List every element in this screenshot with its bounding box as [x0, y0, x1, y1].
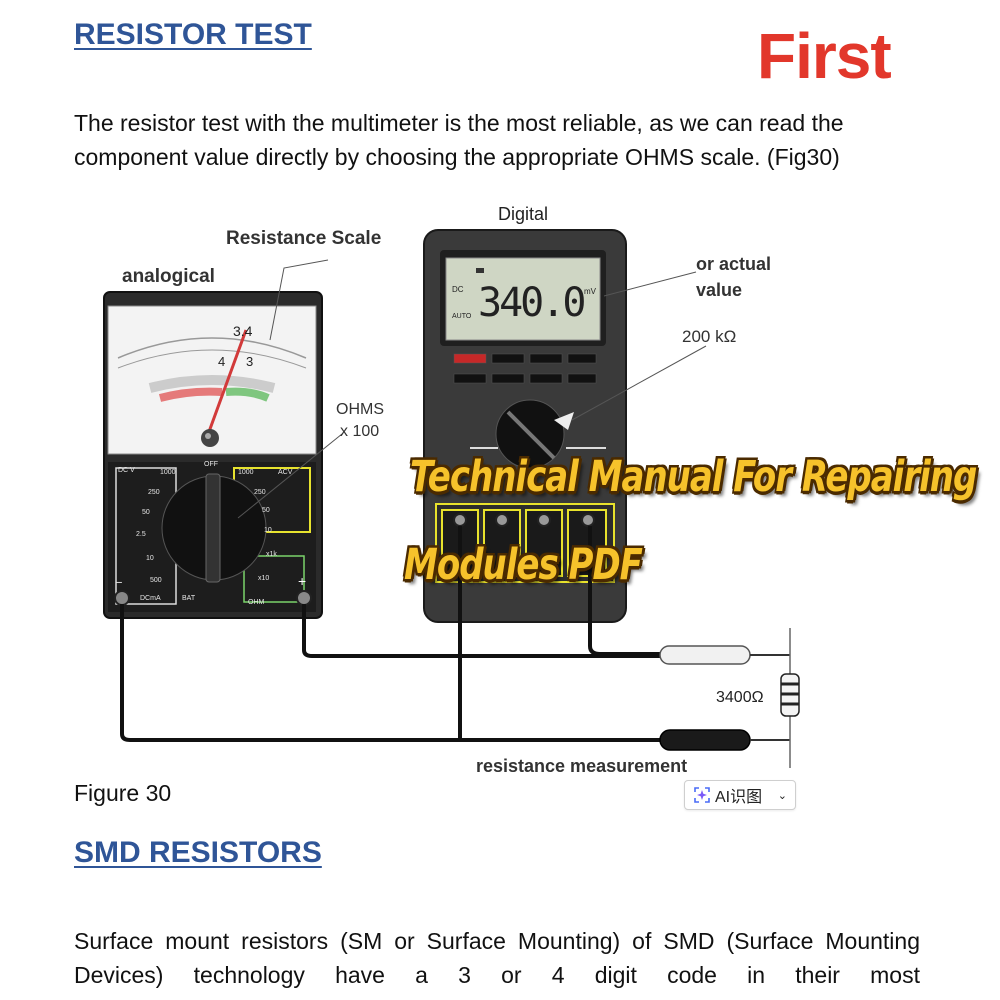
brand-logo: First	[757, 20, 892, 92]
svg-text:x10: x10	[258, 575, 269, 582]
ai-image-recognition-button[interactable]: AI识图 ⌄	[684, 780, 796, 810]
svg-text:+: +	[298, 573, 306, 589]
svg-text:2.5: 2.5	[136, 531, 146, 538]
test-probes	[659, 628, 800, 768]
svg-text:10: 10	[264, 527, 272, 534]
smd-paragraph: Surface mount resistors (SM or Surface M…	[74, 928, 920, 988]
svg-text:x1k: x1k	[266, 551, 277, 558]
figure-caption: Figure 30	[74, 780, 172, 806]
svg-text:250: 250	[148, 489, 160, 496]
label-resistance-scale: Resistance Scale	[226, 228, 381, 249]
chevron-down-icon: ⌄	[777, 789, 787, 802]
svg-text:10: 10	[146, 555, 154, 562]
label-or-actual: or actual	[696, 254, 771, 274]
svg-text:500: 500	[150, 577, 162, 584]
label-value: value	[696, 280, 742, 300]
svg-text:BAT: BAT	[182, 595, 196, 602]
svg-text:OHM: OHM	[248, 599, 265, 606]
svg-text:DCmA: DCmA	[140, 595, 161, 602]
svg-text:50: 50	[142, 509, 150, 516]
watermark-banner-line-1: Technical Manual For Repairing	[410, 452, 977, 502]
svg-text:1000: 1000	[160, 469, 176, 476]
svg-text:DC V: DC V	[118, 467, 135, 474]
svg-text:−: −	[116, 577, 122, 589]
svg-text:mV: mV	[584, 287, 597, 296]
section-heading-resistor-test: RESISTOR TEST	[74, 18, 312, 51]
svg-text:AUTO: AUTO	[452, 313, 472, 320]
svg-text:50: 50	[262, 507, 270, 514]
resistor-value-label: 3400Ω	[716, 689, 764, 706]
label-analogical: analogical	[122, 266, 215, 287]
intro-paragraph: The resistor test with the multimeter is…	[74, 110, 844, 170]
svg-text:1000: 1000	[238, 469, 254, 476]
label-digital: Digital	[498, 204, 548, 224]
label-resistance-measurement: resistance measurement	[476, 756, 687, 776]
svg-text:ACV: ACV	[278, 469, 293, 476]
ai-button-label: AI识图	[715, 789, 763, 806]
ai-scan-icon	[694, 787, 710, 803]
needle-reading-label: 3.4	[233, 323, 253, 339]
lcd-reading: 340.0	[478, 280, 584, 326]
label-200k: 200 kΩ	[682, 327, 736, 346]
section-heading-smd-resistors: SMD RESISTORS	[74, 836, 322, 869]
meter-needle	[204, 329, 248, 441]
svg-text:4: 4	[218, 354, 225, 369]
digital-multimeter: 340.0 DC AUTO mV	[423, 229, 627, 623]
label-ohms: OHMS	[336, 401, 384, 418]
svg-text:DC: DC	[452, 285, 464, 294]
label-x100: x 100	[340, 423, 379, 440]
watermark-banner-line-2: Modules PDF	[404, 540, 643, 590]
svg-text:3: 3	[246, 354, 253, 369]
svg-text:250: 250	[254, 489, 266, 496]
svg-text:OFF: OFF	[204, 461, 218, 468]
